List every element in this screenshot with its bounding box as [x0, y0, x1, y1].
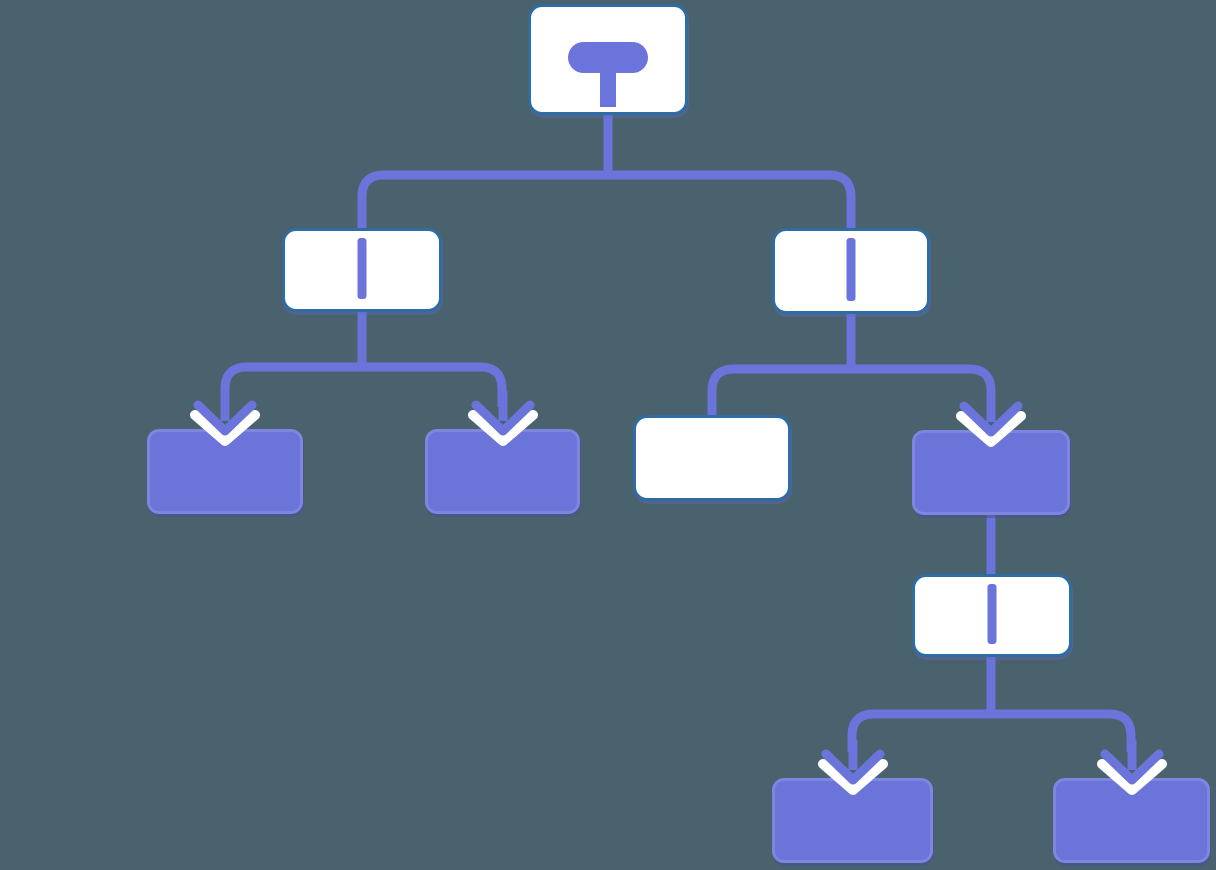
- passthrough-line: [357, 238, 367, 299]
- connector-branch-3: [707, 364, 996, 419]
- chevron-down-arrow-icon: [956, 392, 1026, 447]
- chevron-down-arrow-icon: [190, 391, 260, 446]
- connector-branch-1: [357, 170, 856, 232]
- root-node[interactable]: [528, 4, 688, 115]
- connector-branch-4: [847, 709, 1136, 752]
- branch-left-node[interactable]: [282, 228, 442, 312]
- passthrough-line: [987, 584, 997, 644]
- root-pill-stem: [600, 71, 616, 107]
- connector-branch-2: [220, 362, 507, 407]
- chevron-down-arrow-icon: [467, 391, 538, 446]
- passthrough-line: [846, 238, 856, 301]
- branch-lower-node[interactable]: [912, 574, 1072, 657]
- branch-right-node[interactable]: [772, 228, 930, 314]
- chevron-down-arrow-icon: [817, 740, 888, 795]
- root-pill-icon: [568, 42, 648, 73]
- chevron-down-arrow-icon: [1096, 740, 1167, 795]
- plain-white-node[interactable]: [633, 415, 791, 501]
